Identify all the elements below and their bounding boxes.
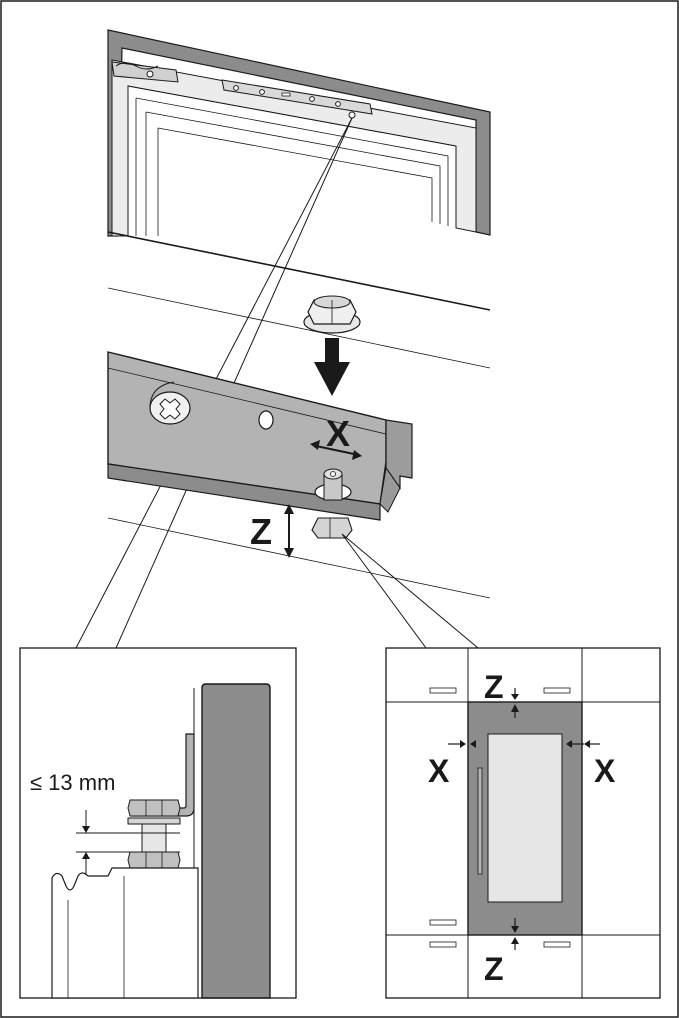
right-z-bottom-label: Z (484, 951, 504, 987)
right-arrows (448, 688, 600, 950)
down-arrow (314, 338, 350, 396)
z-vertical-arrow (284, 504, 294, 558)
zoom-lines-right (341, 533, 479, 649)
door-frame (107, 29, 491, 237)
adjustment-stud (314, 468, 352, 501)
right-z-top-label: Z (484, 669, 504, 705)
right-x-left-label: X (428, 753, 450, 789)
torx-screw (149, 381, 191, 425)
measure-label: ≤ 13 mm (30, 770, 115, 795)
right-x-right-label: X (594, 753, 616, 789)
main-z-label: Z (250, 511, 272, 552)
detail-left-panel: ≤ 13 mm (19, 647, 297, 999)
main-x-label: X (326, 413, 350, 454)
detail-right-panel: Z Z X X (385, 647, 661, 999)
bracket-hole (258, 410, 274, 430)
flange-nut (303, 295, 361, 334)
hinge-bracket (107, 351, 413, 539)
lower-nut (311, 517, 353, 539)
cabinet-lines (107, 231, 491, 599)
x-double-arrow (310, 440, 362, 460)
measure-lines (76, 810, 180, 874)
